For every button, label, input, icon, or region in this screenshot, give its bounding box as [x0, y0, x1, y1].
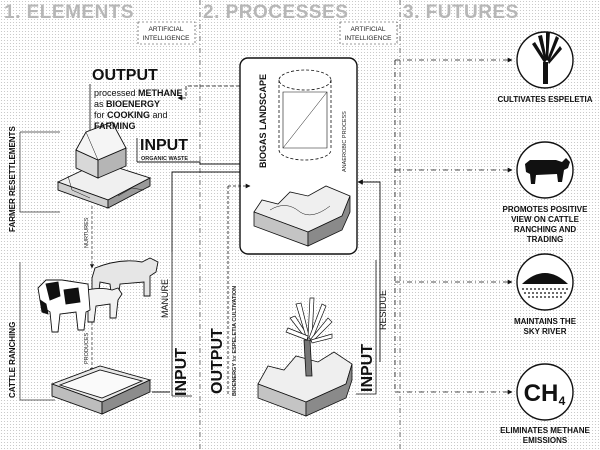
input-manure-arrow: [152, 172, 248, 393]
future-maintains: MAINTAINS THE SKY RIVER: [514, 253, 577, 336]
output-top-block: OUTPUT processed METHANE as BIOENERGY fo…: [89, 67, 183, 131]
label-cattle-ranching: CATTLE RANCHING: [8, 322, 17, 398]
ai-label-2-line1: ARTIFICIAL: [351, 26, 386, 33]
svg-text:FARMING: FARMING: [94, 121, 136, 131]
svg-text:BIOENERGY for ESPELETIA CULTIV: BIOENERGY for ESPELETIA CULTIVATION: [232, 286, 238, 396]
label-anaerobic-process: ANAEROBIC PROCESS: [342, 111, 348, 172]
ai-label-1-line2: INTELLIGENCE: [143, 35, 191, 42]
ai-label-1-line1: ARTIFICIAL: [149, 26, 184, 33]
svg-text:TRADING: TRADING: [527, 235, 563, 244]
ch4-molecule-icon: CH: [524, 380, 559, 407]
bracket-cattle: [19, 262, 55, 401]
ai-label-2-line2: INTELLIGENCE: [345, 35, 393, 42]
svg-text:SKY RIVER: SKY RIVER: [524, 327, 567, 336]
future-promotes: PROMOTES POSITIVE VIEW ON CATTLE RANCHIN…: [503, 141, 589, 244]
manure-tray-illustration: [50, 365, 152, 415]
future-cultivates: CULTIVATES ESPELETIA: [497, 31, 593, 104]
futures-connectors: [394, 57, 513, 395]
biogas-landscape-box: BIOGAS LANDSCAPE ANAEROBIC PROCESS: [239, 57, 358, 255]
svg-text:for COOKING and: for COOKING and: [94, 110, 168, 120]
label-biogas-landscape: BIOGAS LANDSCAPE: [258, 74, 268, 168]
svg-text:MAINTAINS THE: MAINTAINS THE: [514, 317, 577, 326]
output-top-arrow: [177, 85, 258, 101]
future-cultivates-label: CULTIVATES ESPELETIA: [497, 95, 592, 104]
anaerobic-digester-cylinder: [278, 69, 332, 161]
svg-text:processed METHANE: processed METHANE: [94, 88, 183, 98]
svg-text:VIEW ON CATTLE: VIEW ON CATTLE: [511, 215, 580, 224]
input-manure-title: INPUT: [173, 348, 190, 396]
output-top-title: OUTPUT: [92, 67, 158, 84]
espeletia-terrain-illustration: [257, 297, 353, 417]
input-organic-waste-arrow: [137, 161, 249, 167]
residue-arrow: [357, 179, 381, 362]
svg-text:as BIOENERGY: as BIOENERGY: [94, 99, 160, 109]
espeletia-plant-icon: [532, 32, 562, 84]
output-bottom-block: OUTPUT BIOENERGY for ESPELETIA CULTIVATI…: [209, 186, 238, 396]
input-organic-waste-block: INPUT ORGANIC WASTE: [136, 137, 188, 162]
sky-river-hill-icon: [522, 273, 568, 298]
svg-text:ELIMINATES METHANE: ELIMINATES METHANE: [500, 426, 590, 435]
input-manure-block: INPUT MANURE: [160, 252, 192, 397]
header-processes: 2. PROCESSES: [203, 2, 348, 23]
label-farmer-resettlements: FARMER RESETTLEMENTS: [8, 126, 17, 232]
header-elements: 1. ELEMENTS: [4, 2, 134, 23]
cows-illustration: [37, 257, 159, 333]
input-residue-title: INPUT: [359, 344, 376, 392]
svg-text:PROMOTES POSITIVE: PROMOTES POSITIVE: [503, 205, 589, 214]
label-nurtures: NURTURES: [84, 217, 90, 248]
svg-text:RANCHING AND: RANCHING AND: [514, 225, 577, 234]
header-futures: 3. FUTURES: [403, 2, 519, 23]
svg-text:EMISSIONS: EMISSIONS: [523, 436, 568, 445]
ai-box-2: ARTIFICIAL INTELLIGENCE: [339, 21, 398, 45]
label-produces: PRODUCES: [84, 332, 90, 364]
input-residue-block: INPUT RESIDUE: [356, 260, 388, 395]
input-top-title: INPUT: [140, 137, 188, 154]
input-manure-sub: MANURE: [160, 279, 170, 318]
house-block-illustration: [56, 121, 152, 209]
output-bottom-title: OUTPUT: [209, 328, 226, 394]
input-residue-sub: RESIDUE: [378, 290, 388, 330]
cow-icon: [525, 158, 570, 184]
bracket-farmer: [19, 132, 60, 213]
future-eliminates: CH 4 ELIMINATES METHANE EMISSIONS: [500, 363, 590, 445]
svg-text:4: 4: [559, 394, 566, 408]
biogas-terrain-block: [253, 185, 351, 247]
ai-box-1: ARTIFICIAL INTELLIGENCE: [137, 21, 196, 45]
input-top-sub: ORGANIC WASTE: [141, 156, 188, 162]
